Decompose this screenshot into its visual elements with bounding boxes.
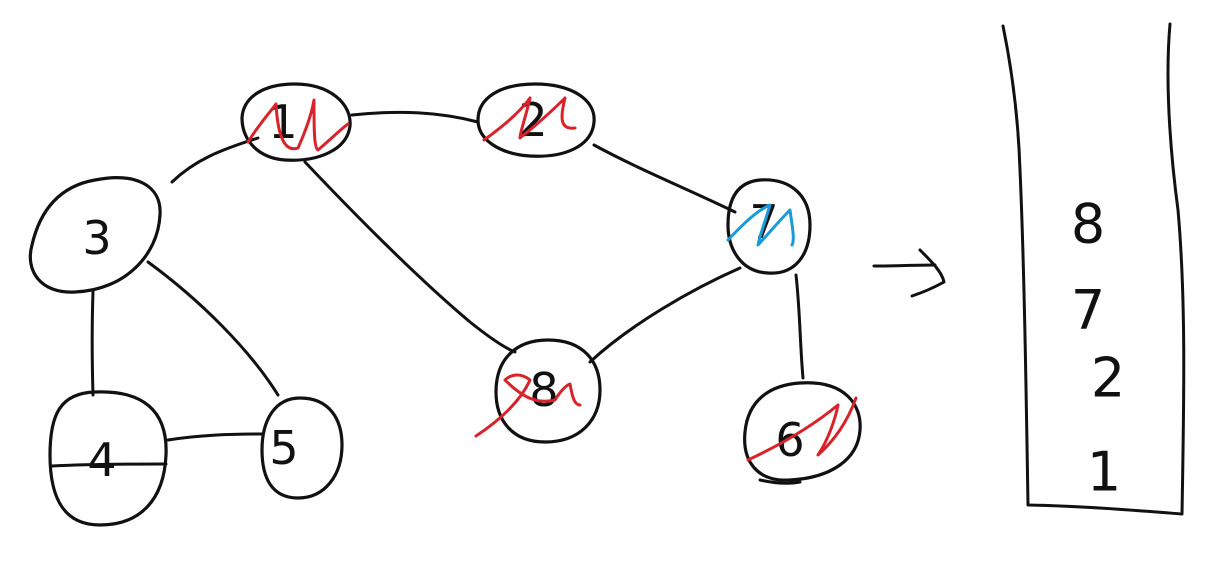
stack-item-1: 8 (1071, 193, 1105, 256)
node-4-shape (48, 390, 168, 527)
node-8-shape (494, 338, 602, 444)
stack-container-icon (1001, 22, 1186, 516)
node-5-label: 5 (269, 421, 298, 475)
edge-3-5 (146, 260, 280, 397)
edge-7-6 (794, 273, 805, 380)
node-shapes (28, 82, 862, 527)
node-8-visited-mark (474, 373, 582, 438)
node-6-shape (743, 381, 862, 482)
node-4-label: 4 (87, 433, 116, 487)
edge-1-2 (350, 110, 480, 124)
node-5-shape (260, 396, 344, 500)
node-7-shape (726, 178, 812, 275)
stack-item-4: 1 (1087, 441, 1121, 504)
edge-7-8 (588, 266, 742, 364)
node-6-visited-mark (746, 396, 858, 462)
edge-1-3 (170, 136, 260, 184)
stack-item-2: 7 (1071, 279, 1105, 342)
stack: 8 7 2 1 (1001, 22, 1186, 516)
edge-2-7 (592, 143, 737, 214)
extra-strokes (50, 462, 802, 485)
node-8-label: 8 (529, 363, 558, 417)
node-3-shape (28, 176, 162, 294)
node-6-label: 6 (775, 413, 804, 467)
visit-marks (246, 96, 858, 462)
edge-3-4 (90, 290, 95, 397)
edges (90, 110, 805, 442)
node-2-shape (476, 82, 596, 158)
node-2-visited-mark (482, 96, 577, 142)
edge-4-5 (166, 432, 264, 442)
arrow-icon (872, 248, 946, 298)
node-6-underline (758, 478, 802, 485)
edge-1-8 (303, 160, 517, 354)
stack-item-3: 2 (1091, 347, 1125, 410)
node-3-label: 3 (82, 211, 111, 265)
node-1-visited-mark (246, 98, 350, 152)
node-1-shape (240, 82, 352, 162)
node-4-divider (50, 462, 168, 468)
node-7-current-mark (726, 203, 795, 247)
